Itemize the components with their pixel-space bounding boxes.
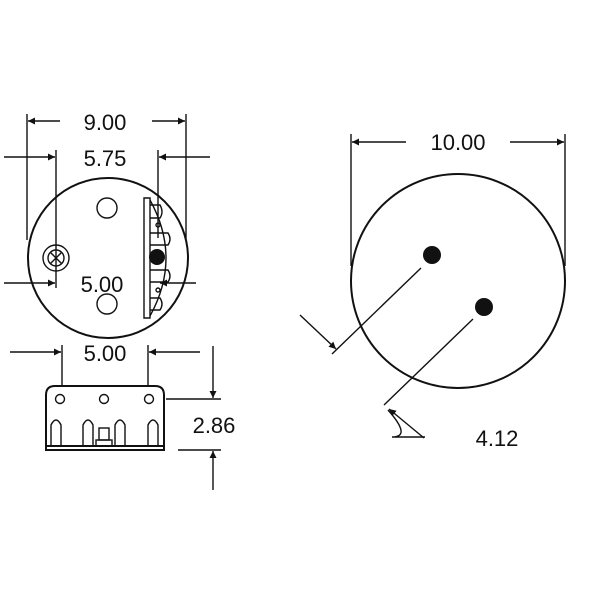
dim-label-10: 10.00: [430, 130, 485, 155]
side-stud-slots: [50, 419, 159, 447]
dim-label-286: 2.86: [193, 413, 236, 438]
dim-label-9: 9.00: [84, 110, 127, 135]
dim-label-575: 5.75: [84, 146, 127, 171]
dim-label-412: 4.12: [476, 426, 519, 451]
air-fitting-icon: [42, 244, 70, 272]
side-plate-outline: [45, 385, 165, 451]
bottom-plate-view: 10.00 4.12: [299, 130, 566, 451]
side-plate-view: 5.00 2.86: [10, 341, 235, 490]
top-hole-lower: [96, 293, 118, 315]
extension-line-412-upper: [331, 267, 422, 355]
dim-label-side-width: 5.00: [84, 341, 127, 366]
side-hole-1: [54, 393, 66, 405]
top-plate-view: 9.00 5.75 5.00: [4, 110, 210, 339]
dim-label-500: 5.00: [81, 272, 124, 297]
plate-edge-detail: [143, 197, 171, 319]
side-hole-3: [143, 393, 155, 405]
top-plate-outline: [27, 177, 189, 339]
dim-arrow-412-lower: [388, 408, 425, 439]
side-hole-2: [98, 393, 110, 405]
bolt-hole-2: [475, 298, 493, 316]
bolt-hole-1: [423, 246, 441, 264]
bottom-plate-outline: [350, 173, 566, 389]
top-hole-upper: [96, 197, 118, 219]
dim-arrow-412-upper: [299, 314, 337, 350]
extension-line-412-lower: [383, 318, 474, 406]
